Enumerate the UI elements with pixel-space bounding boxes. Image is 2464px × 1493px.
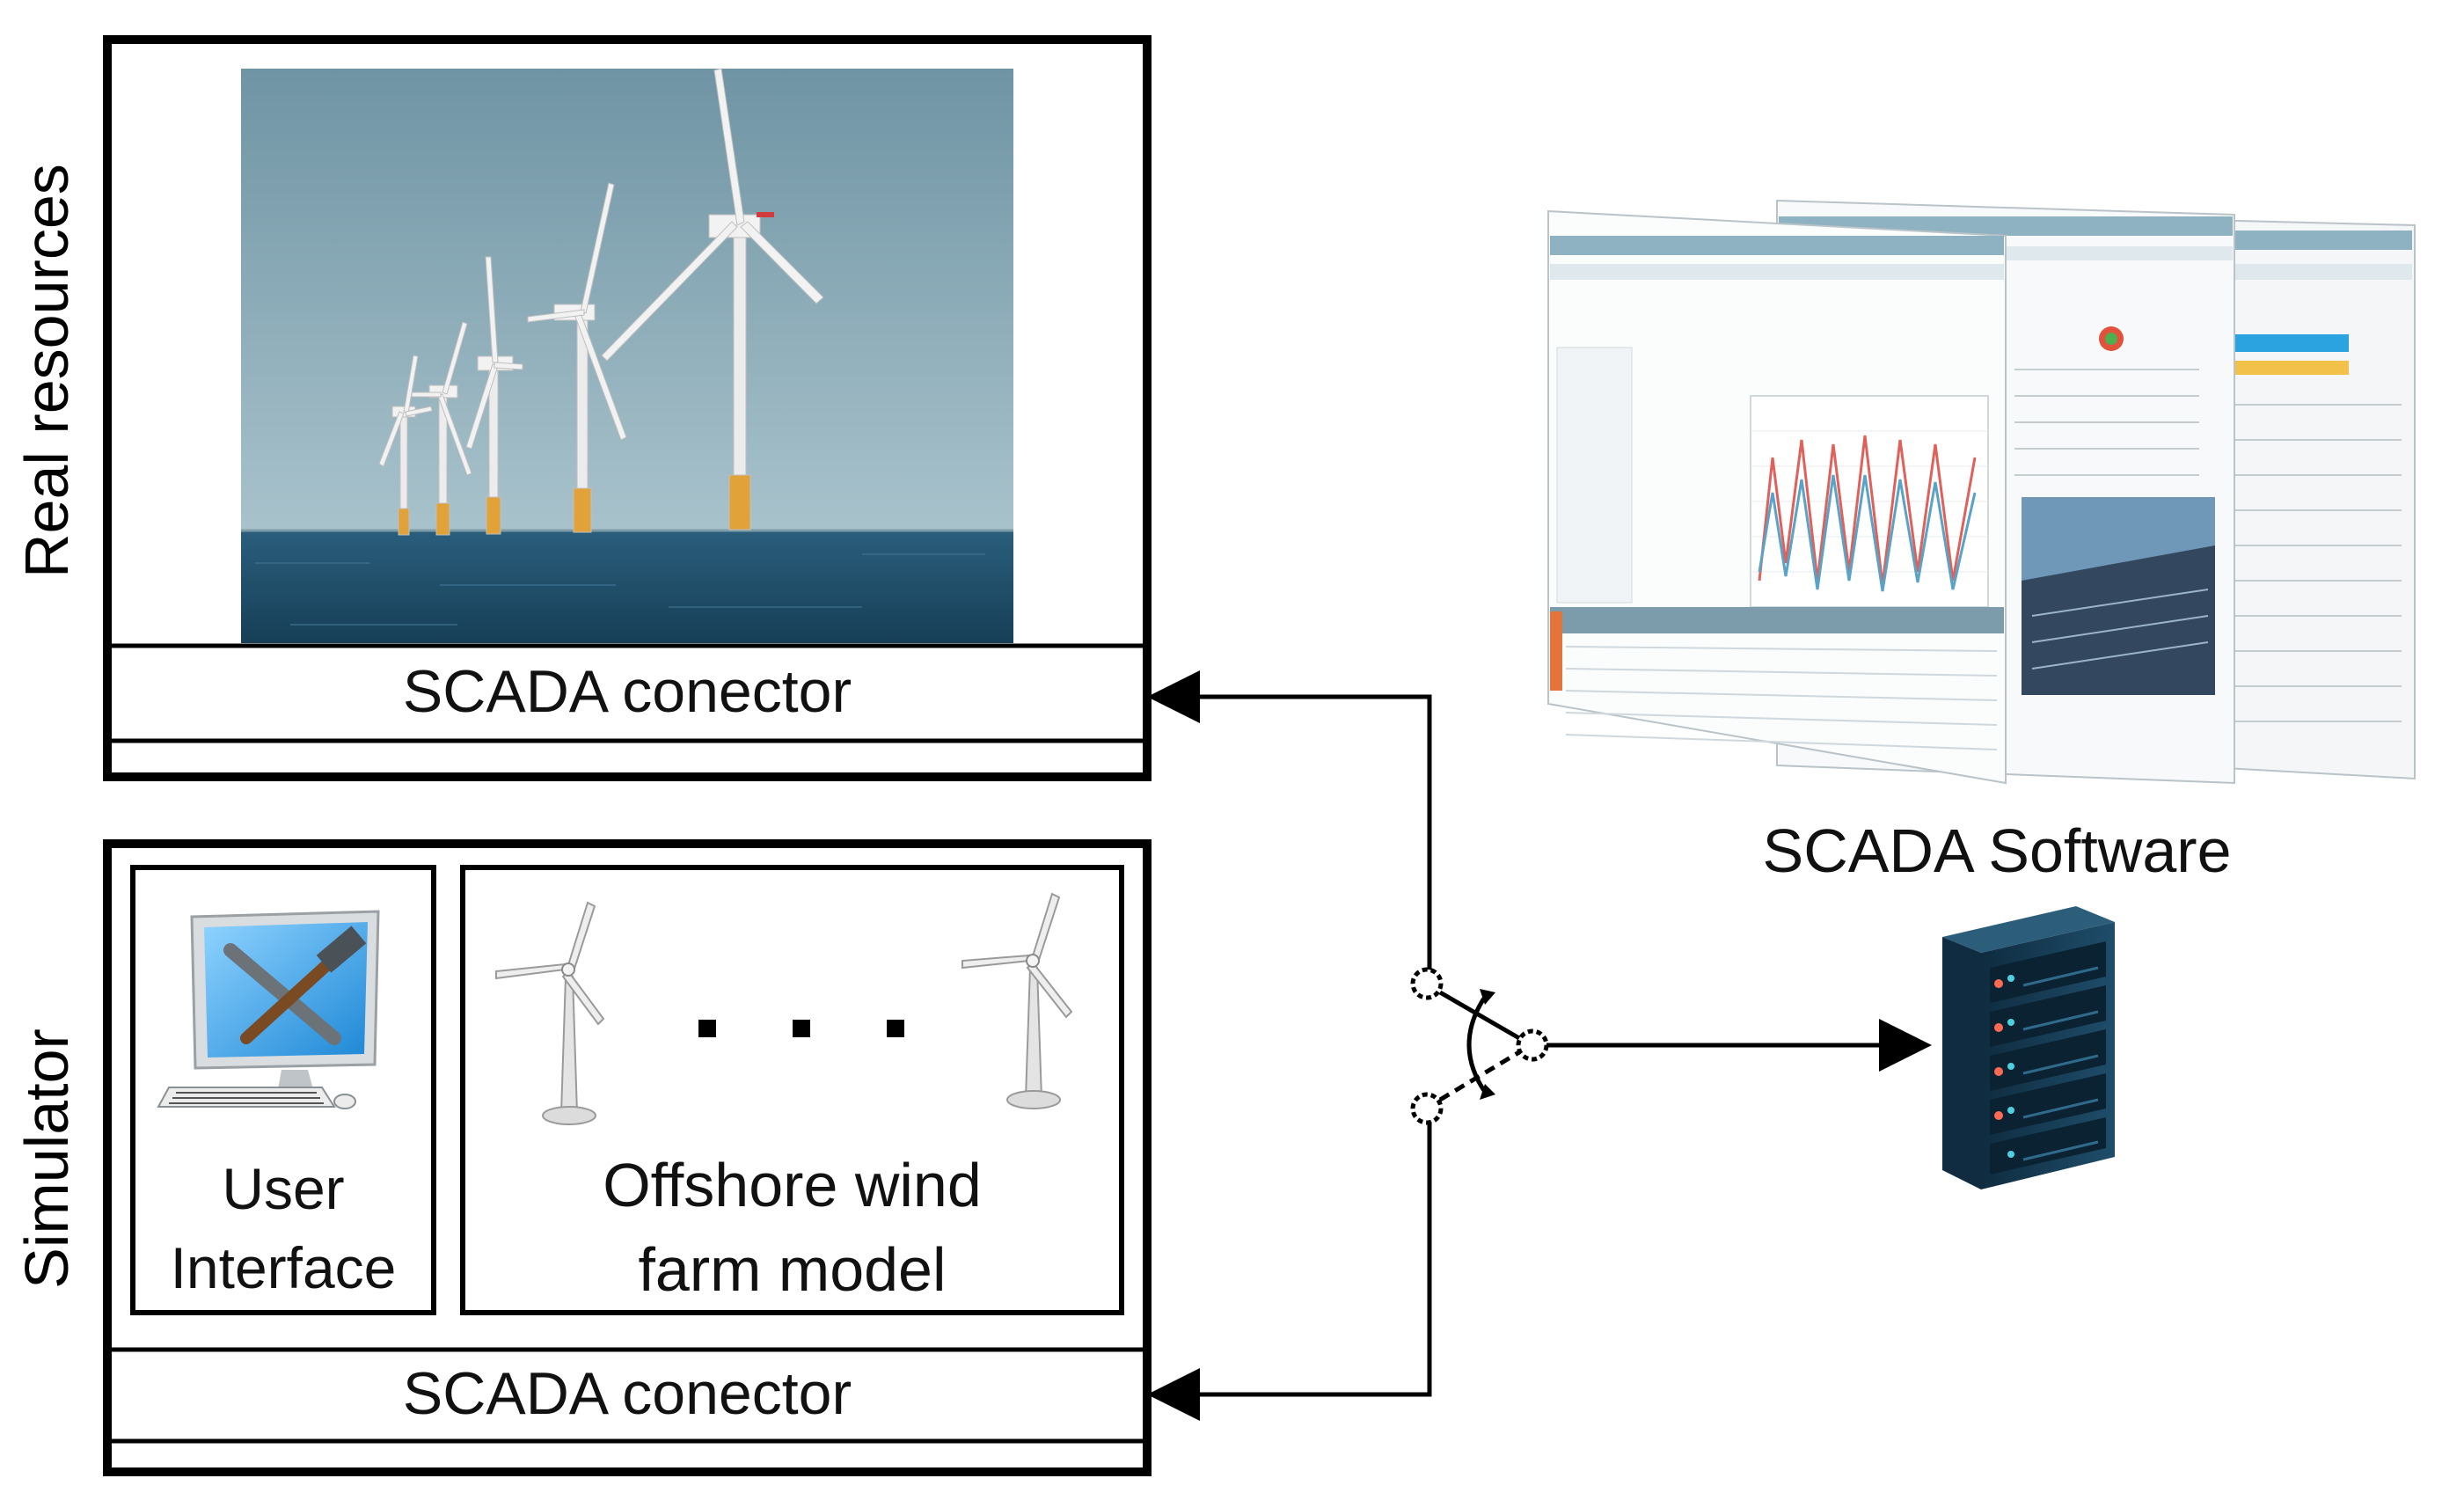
real-resources-block — [103, 35, 1152, 781]
user-interface-label-line1: User — [222, 1156, 345, 1221]
simulator-connector-label: SCADA conector — [402, 1360, 852, 1427]
user-interface-label-line2: Interface — [170, 1235, 397, 1300]
wind-turbine-icon — [495, 901, 605, 1125]
wind-farm-label-line2: farm model — [638, 1235, 947, 1304]
wind-farm-photo — [241, 68, 1013, 643]
wind-turbine-icon — [961, 892, 1073, 1109]
scada-screens-icon — [1547, 199, 2416, 785]
simulator-block — [103, 839, 1152, 1476]
computer-tools-icon — [157, 910, 380, 1109]
connection-lines — [1147, 670, 1932, 1421]
wind-farm-label-line1: Offshore wind — [603, 1151, 982, 1219]
simulator-side-label: Simulator — [12, 1028, 81, 1289]
real-resources-connector-label: SCADA conector — [402, 658, 852, 725]
scada-software-label: SCADA Software — [1762, 816, 2232, 885]
switch-icon — [1410, 967, 1549, 1125]
server-rack-icon — [1942, 906, 2115, 1189]
real-resources-side-label: Real resources — [12, 164, 81, 578]
ellipsis-dots — [698, 1020, 904, 1037]
